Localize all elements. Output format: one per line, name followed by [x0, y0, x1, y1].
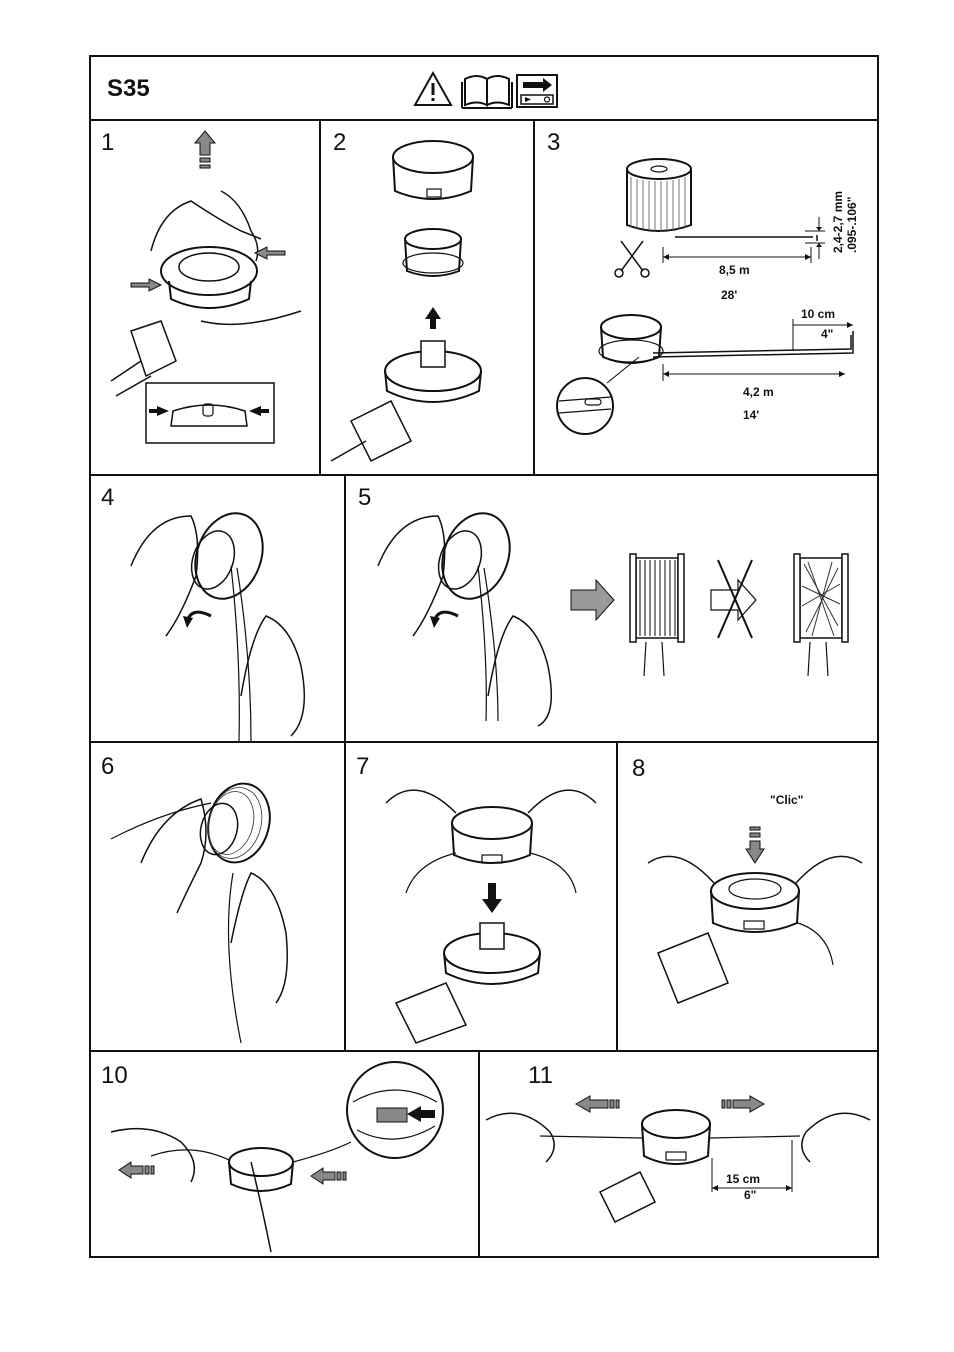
- step-1-panel: 1: [91, 121, 319, 474]
- line-length-m: 8,5 m: [719, 263, 750, 277]
- divider: [91, 474, 877, 476]
- divider: [533, 119, 535, 474]
- step-3-illustration: [556, 158, 854, 435]
- incorrect-winding: [793, 553, 849, 677]
- step-number: 7: [356, 753, 370, 780]
- step-number: 5: [358, 484, 372, 511]
- manual-book-icon: [461, 75, 513, 109]
- step-8-illustration: [647, 826, 863, 1004]
- step-6-panel: 6: [91, 743, 344, 1050]
- header-row: S35: [91, 57, 877, 119]
- inner-spool: [598, 314, 664, 364]
- step-number: 3: [547, 129, 561, 156]
- instruction-sheet: S35: [89, 55, 879, 1258]
- half-length-m: 4,2 m: [743, 385, 774, 399]
- distance-cm: 15 cm: [726, 1172, 761, 1186]
- step-6-illustration: [110, 782, 288, 1044]
- correct-winding: [629, 553, 685, 677]
- step-number: 2: [333, 129, 347, 156]
- step-11-panel: 11 15 cm 6": [480, 1052, 877, 1256]
- divider: [91, 1050, 877, 1052]
- step-3-panel: 3: [535, 121, 877, 474]
- distance-in: 6": [744, 1188, 757, 1202]
- step-7-panel: 7: [346, 743, 616, 1050]
- half-length-ft: 14': [743, 408, 760, 422]
- page-title: S35: [107, 75, 150, 102]
- step-number: 8: [632, 755, 646, 782]
- divider: [319, 119, 321, 474]
- step-7-illustration: [385, 789, 597, 1044]
- divider: [91, 741, 877, 743]
- scissors-icon: [614, 240, 650, 278]
- step-11-illustration: [485, 1095, 871, 1224]
- step-5-panel: 5: [346, 476, 877, 741]
- step-8-panel: 8 "Clic": [618, 743, 877, 1050]
- step-5-illustration: [377, 512, 849, 727]
- warning-icon: [413, 70, 453, 106]
- line-end-in: 4": [821, 327, 834, 341]
- click-note: "Clic": [770, 793, 804, 807]
- line-spool: [626, 158, 692, 232]
- step-number: 1: [101, 129, 115, 156]
- step-number: 11: [528, 1062, 553, 1089]
- divider: [344, 474, 346, 1050]
- step-number: 10: [101, 1062, 128, 1089]
- divider: [91, 119, 877, 121]
- instruction-panel-icon: [516, 74, 558, 108]
- step-2-illustration: [330, 140, 482, 463]
- step-4-illustration: [130, 512, 306, 741]
- step-number: 4: [101, 484, 115, 511]
- line-length-ft: 28': [721, 288, 738, 302]
- step-4-panel: 4: [91, 476, 344, 741]
- divider: [478, 1050, 480, 1256]
- step-1-illustration: [110, 130, 302, 444]
- step-number: 6: [101, 753, 115, 780]
- step-10-panel: 10: [91, 1052, 478, 1256]
- step-2-panel: 2: [321, 121, 533, 474]
- step-10-illustration: [110, 1061, 444, 1253]
- line-thickness-in: .095-.106": [845, 196, 859, 253]
- header-icons: [413, 70, 558, 109]
- line-thickness-mm: 2,4-2,7 mm: [831, 190, 845, 253]
- line-end-cm: 10 cm: [801, 307, 836, 321]
- divider: [616, 741, 618, 1050]
